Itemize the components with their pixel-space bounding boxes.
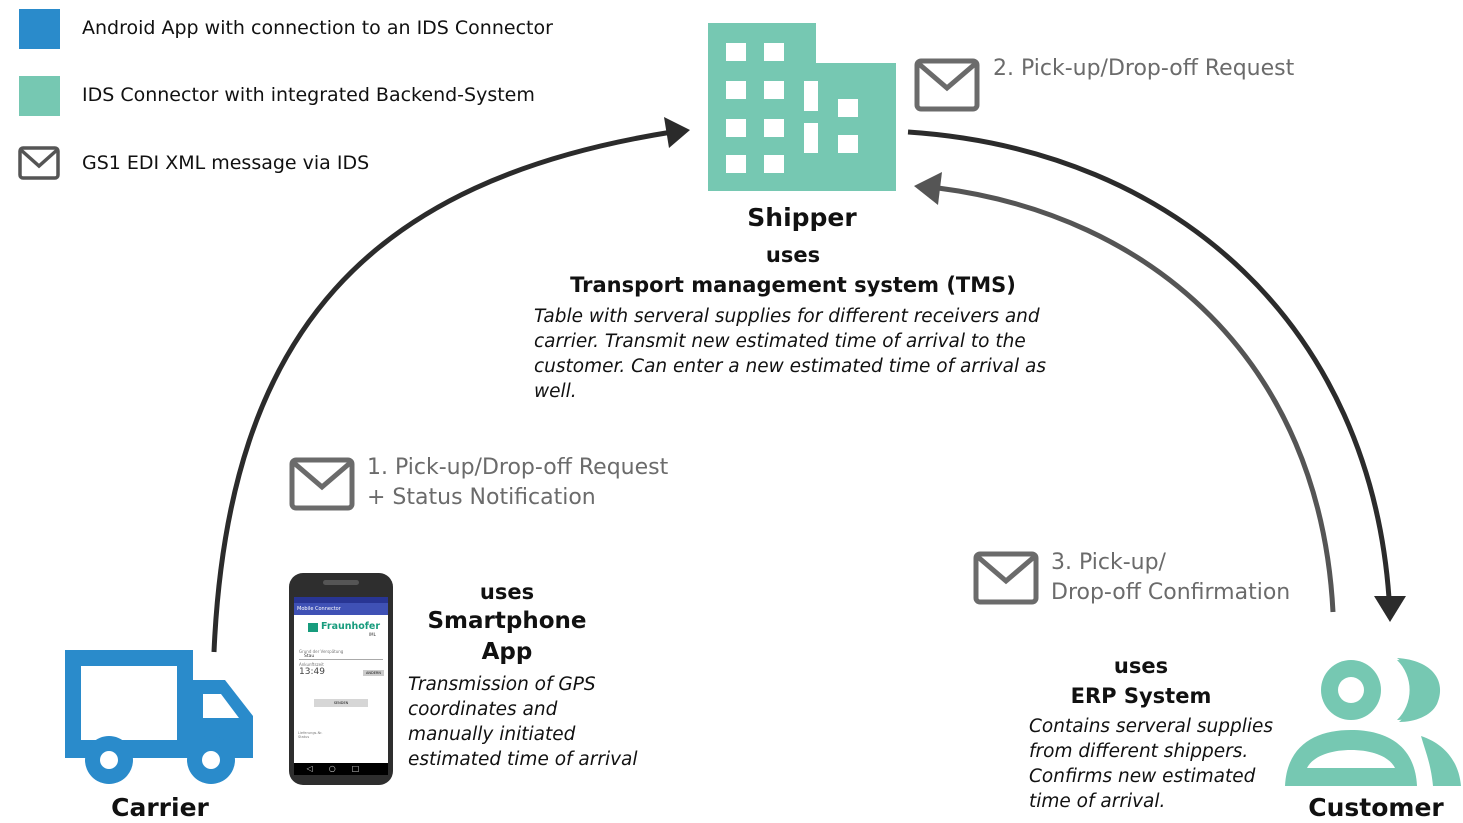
phone-time-row: 13:49 ANDERN — [294, 667, 388, 681]
carrier-system-line: Smartphone — [427, 608, 587, 634]
message-2-label: 2. Pick-up/Drop-off Request — [993, 54, 1294, 84]
carrier-name: Carrier — [111, 793, 209, 822]
customer-name: Customer — [1308, 793, 1444, 822]
arrow-shipper-to-customer — [907, 129, 1392, 599]
phone-app-bar: Mobile Connector — [294, 603, 388, 615]
truck-icon — [65, 650, 253, 784]
carrier-description-line: coordinates and — [408, 699, 558, 720]
message-1-line: + Status Notification — [367, 485, 596, 510]
arrow-customer-to-shipper — [937, 185, 1336, 613]
legend-swatch-android — [19, 9, 60, 49]
shipper-name: Shipper — [747, 203, 857, 232]
arrow-head-customer — [1374, 596, 1406, 622]
shipper-system: Transport management system (TMS) — [570, 273, 1016, 297]
phone-footer1: Lieferungs-Nr. — [298, 731, 323, 735]
customer-description-line: from different shippers. — [1029, 741, 1249, 762]
message-2-line: 2. Pick-up/Drop-off Request — [993, 56, 1295, 81]
phone-footer2: Status — [298, 735, 310, 739]
phone-screen: Mobile Connector Fraunhofer IML Grund de… — [294, 597, 388, 763]
users-icon — [1285, 658, 1461, 786]
phone-field1-value[interactable]: Stau — [299, 654, 383, 660]
arrow-head-shipper-left — [664, 117, 690, 148]
phone-status-bar — [294, 597, 388, 603]
arrow-carrier-to-shipper — [211, 129, 673, 653]
arrow-head-shipper-right — [914, 172, 942, 205]
carrier-description-line: manually initiated — [408, 724, 576, 745]
envelope-icon — [914, 58, 980, 112]
customer-system: ERP System — [1070, 684, 1212, 708]
fraunhofer-logo: Fraunhofer IML — [294, 621, 388, 643]
phone-time-value[interactable]: 13:49 — [299, 667, 325, 677]
shipper-description-line: Table with serveral supplies for differe… — [534, 306, 1040, 327]
legend-swatch-connector — [19, 76, 60, 116]
logo-text: Fraunhofer — [321, 621, 381, 632]
logo-mark — [308, 623, 318, 632]
carrier-system-line: App — [481, 639, 533, 665]
legend-label-connector: IDS Connector with integrated Backend-Sy… — [82, 84, 535, 106]
phone-nav-bar: ◁○□ — [294, 763, 388, 775]
carrier-description-line: Transmission of GPS — [408, 674, 596, 695]
customer-description-line: time of arrival. — [1029, 791, 1166, 812]
carrier-description-line: estimated time of arrival — [408, 749, 638, 770]
message-3-line: 3. Pick-up/ — [1051, 550, 1166, 575]
message-1-label: 1. Pick-up/Drop-off Request + Status Not… — [367, 453, 668, 513]
shipper-description-line: customer. Can enter a new estimated time… — [534, 356, 1046, 377]
shipper-description-line: well. — [534, 381, 577, 402]
building-icon — [708, 23, 896, 191]
smartphone-image: Mobile Connector Fraunhofer IML Grund de… — [289, 573, 393, 785]
customer-description-line: Contains serveral supplies — [1029, 716, 1274, 737]
phone-send-button[interactable]: SENDEN — [314, 699, 368, 707]
phone-app-title: Mobile Connector — [297, 606, 341, 612]
shipper-description-line: carrier. Transmit new estimated time of … — [534, 331, 1026, 352]
carrier-description: Transmission of GPS coordinates and manu… — [408, 672, 688, 772]
envelope-icon — [973, 551, 1039, 605]
customer-description-line: Confirms new estimated — [1029, 766, 1256, 787]
envelope-icon — [18, 146, 60, 180]
carrier-uses: uses — [479, 580, 535, 604]
phone-set-button[interactable]: ANDERN — [363, 670, 384, 676]
shipper-description: Table with serveral supplies for differe… — [534, 304, 1094, 404]
message-3-line: Drop-off Confirmation — [1051, 580, 1291, 605]
message-3-label: 3. Pick-up/ Drop-off Confirmation — [1051, 548, 1290, 608]
shipper-uses: uses — [765, 243, 821, 267]
phone-field2-label: Ankunftszeit — [299, 662, 324, 667]
customer-uses: uses — [1113, 654, 1169, 678]
legend-label-android: Android App with connection to an IDS Co… — [82, 17, 553, 39]
customer-description: Contains serveral supplies from differen… — [1029, 714, 1289, 814]
message-1-line: 1. Pick-up/Drop-off Request — [367, 455, 669, 480]
phone-speaker — [323, 580, 359, 585]
phone-field1-label: Grund der Verspätung — [299, 649, 344, 654]
carrier-system: Smartphone App — [407, 606, 607, 668]
legend-label-message: GS1 EDI XML message via IDS — [82, 152, 370, 174]
logo-sub: IML — [369, 632, 376, 637]
envelope-icon — [289, 457, 355, 511]
